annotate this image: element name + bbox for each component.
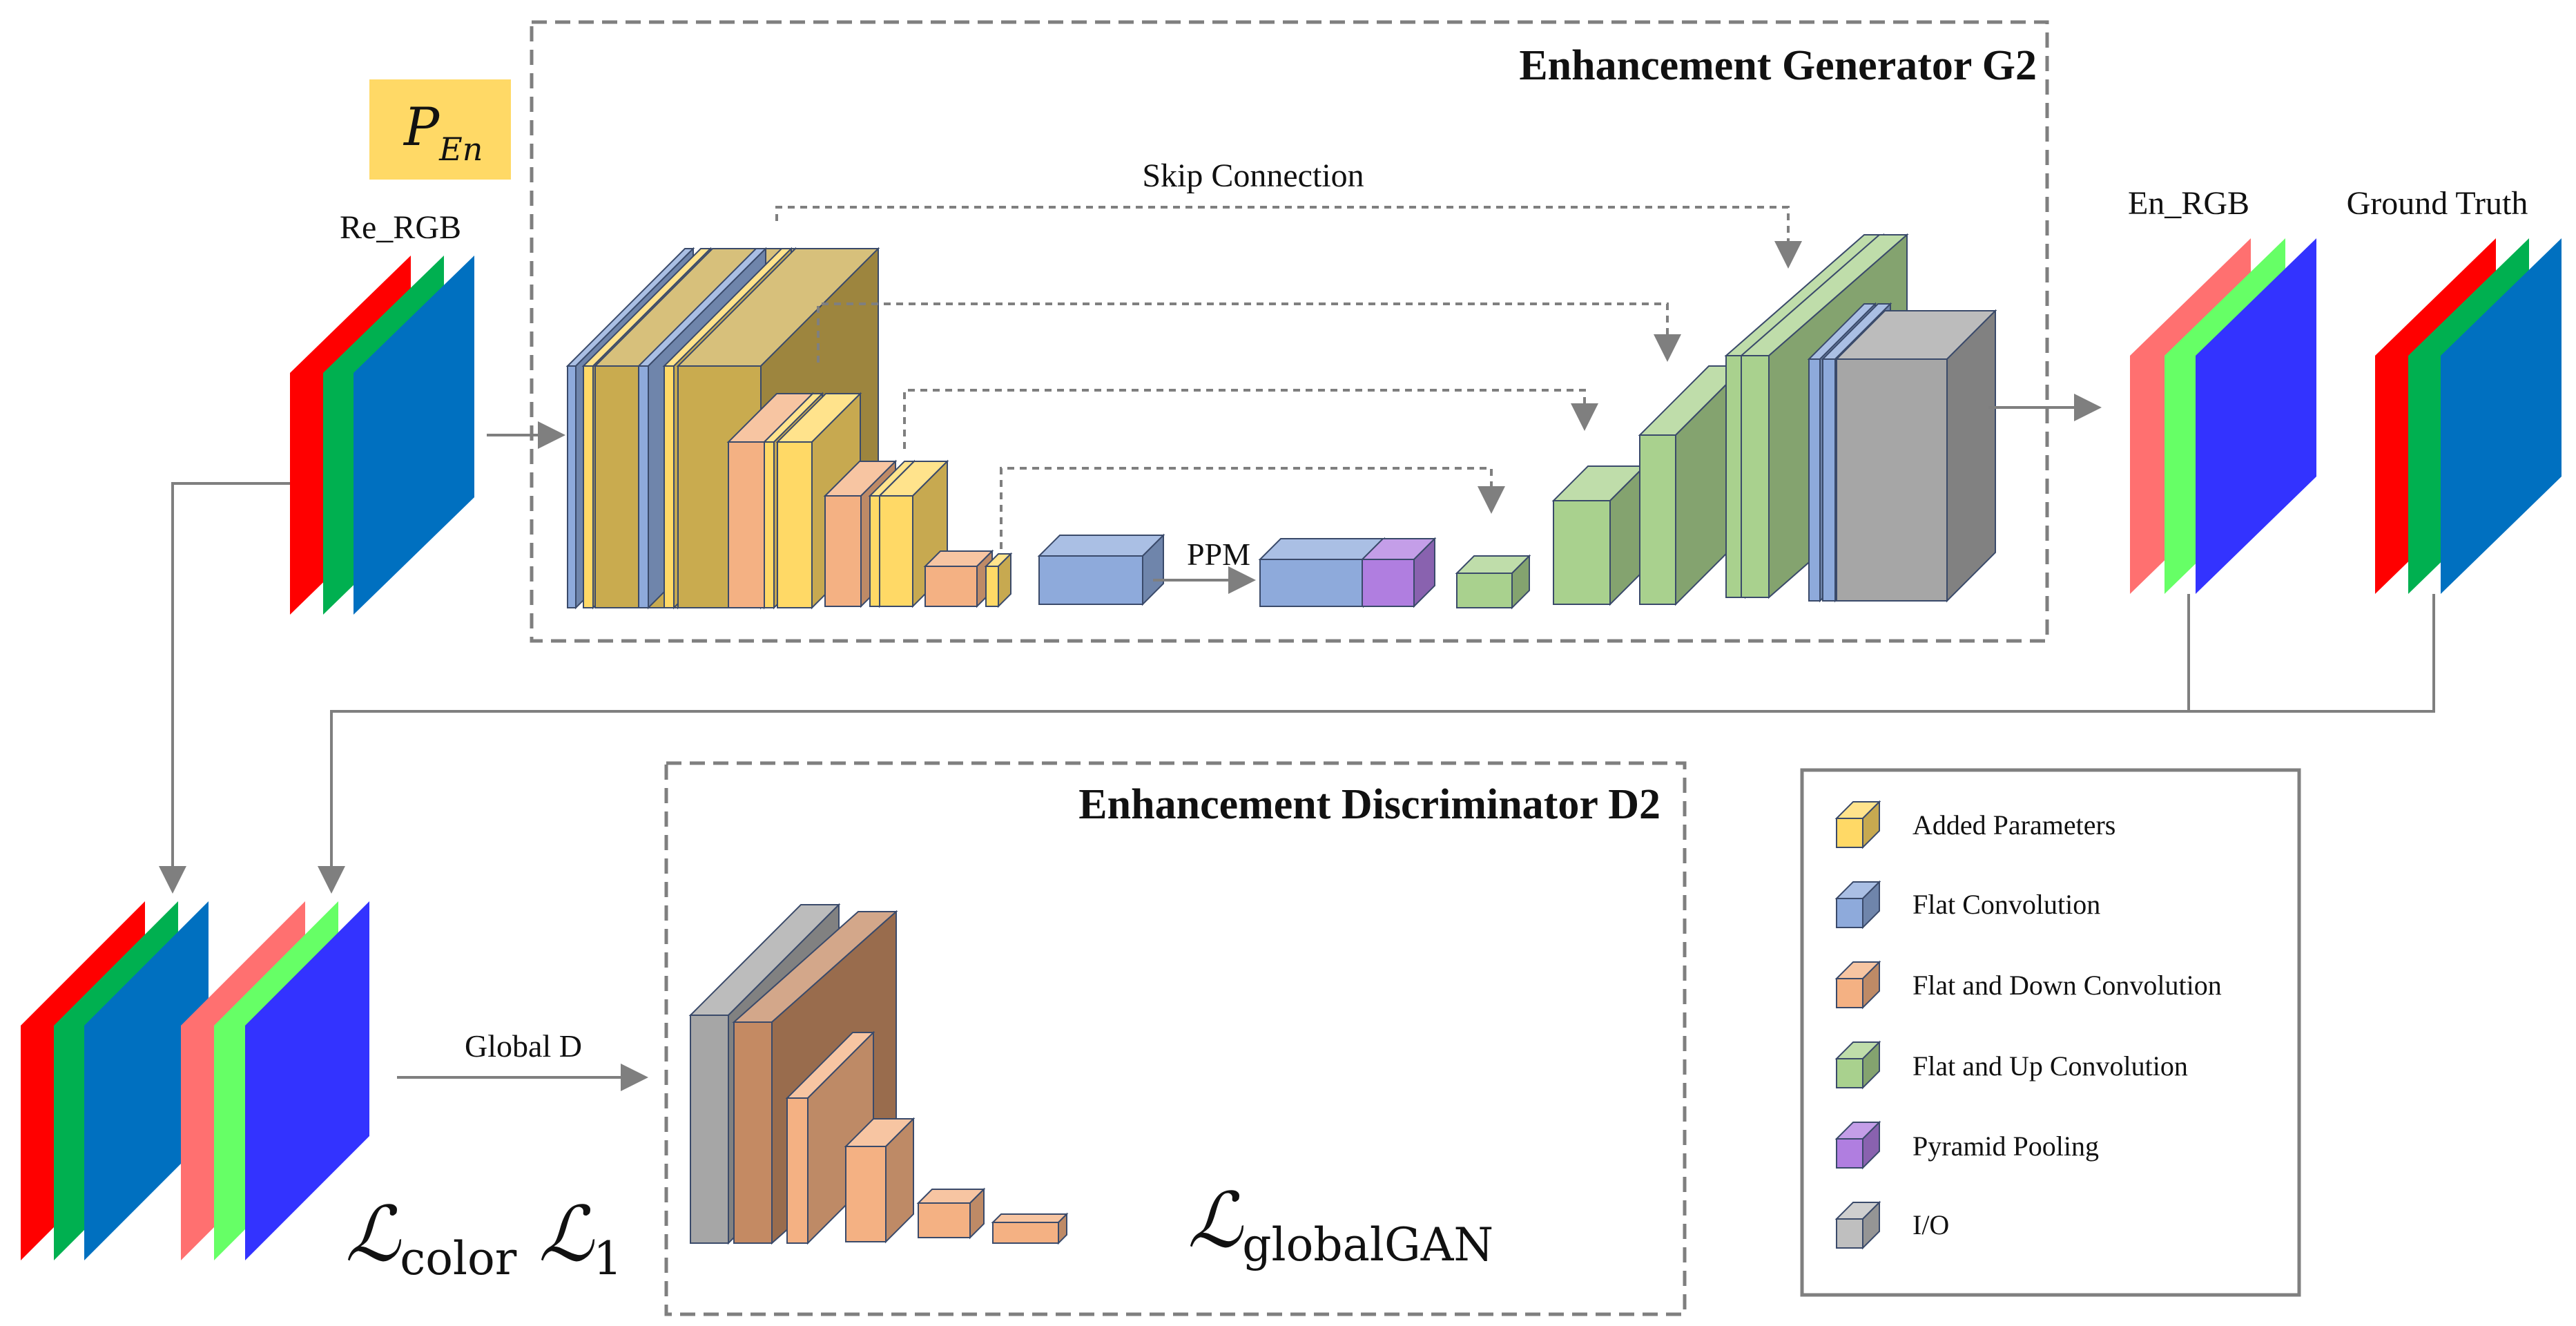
gen-dec-2-up — [1551, 464, 1647, 606]
legend-up-icon-front — [1836, 1058, 1863, 1088]
gen-dec-2-up-front — [1553, 500, 1611, 605]
param-badge — [369, 79, 511, 180]
gen-bottleneck-flat-front — [1038, 555, 1143, 605]
gen-ppm-flat-front — [1259, 559, 1364, 607]
disc-layer-6-down-top — [991, 1213, 1069, 1223]
skip-connection-2 — [817, 302, 1681, 363]
loss-color-symbol: ℒ — [345, 1190, 402, 1278]
loss-global-gan: ℒglobalGAN — [1188, 1176, 1493, 1271]
loss-color: ℒcolor — [345, 1190, 517, 1285]
legend-added-icon — [1834, 800, 1881, 849]
gen-enc-2-added-front — [664, 365, 675, 608]
gen-enc-3-down-front — [728, 441, 765, 608]
loss-global-gan-symbol: ℒ — [1188, 1176, 1244, 1265]
en-rgb-to-disc-arrow — [318, 594, 2190, 894]
legend-io-icon — [1834, 1200, 1881, 1250]
gen-dec-1-up-front — [1456, 573, 1513, 608]
skip-connection-4 — [1000, 467, 1505, 549]
disc-layer-4-down-front — [845, 1146, 887, 1242]
gen-dec-3-up-front — [1639, 434, 1676, 605]
legend-label-io: I/O — [1912, 1209, 1949, 1240]
gen-enc-4-down-front — [824, 495, 862, 607]
legend-down-icon — [1834, 960, 1881, 1010]
legend-io-icon-front — [1836, 1218, 1863, 1249]
gen-enc-4-conv-front — [879, 495, 913, 607]
ground-truth-connector — [2189, 594, 2435, 713]
ground-truth-label: Ground Truth — [2347, 185, 2528, 222]
legend-panel — [1800, 768, 2301, 1297]
disc-layer-6-down-front — [992, 1222, 1059, 1244]
loss-l1-subscript: 1 — [593, 1232, 622, 1285]
gen-bottleneck-flat — [1037, 533, 1165, 606]
discriminator-title: Enhancement Discriminator D2 — [1078, 781, 1660, 828]
disc-re-blue-plane — [84, 901, 209, 1260]
gen-enc-5-down — [923, 549, 994, 608]
ppm-label: PPM — [1187, 537, 1250, 572]
gen-enc-2-flat-front — [638, 365, 649, 608]
param-badge-label: PEn — [403, 96, 483, 168]
legend-label-down: Flat and Down Convolution — [1912, 970, 2222, 1001]
skip-connection-1 — [775, 206, 1802, 269]
disc-layer-5-down — [916, 1187, 986, 1240]
gen-enc-3-added-front — [764, 441, 775, 608]
gt-blue-plane — [2441, 238, 2562, 594]
generator-panel — [530, 20, 2049, 643]
gen-ppm-pool — [1360, 537, 1437, 608]
gen-dec-1-up — [1455, 554, 1531, 610]
skip-connection-3 — [903, 389, 1598, 449]
generator-title: Enhancement Generator G2 — [1519, 42, 2037, 89]
disc-layer-5-down-front — [918, 1202, 971, 1238]
loss-color-subscript: color — [400, 1232, 517, 1285]
legend-label-pool: Pyramid Pooling — [1912, 1131, 2099, 1162]
legend-pool-icon — [1834, 1120, 1881, 1170]
legend-up-icon — [1834, 1040, 1881, 1090]
legend-down-icon-front — [1836, 978, 1863, 1008]
loss-l1: ℒ1 — [539, 1190, 622, 1285]
legend-added-icon-front — [1836, 818, 1863, 848]
legend-pool-icon-front — [1836, 1138, 1863, 1169]
skip-connection-label: Skip Connection — [1142, 157, 1364, 194]
gen-enc-5-added — [984, 552, 1013, 608]
param-symbol: P — [403, 96, 440, 157]
legend-flat-icon — [1834, 880, 1881, 930]
gen-enc-1-flat-front — [567, 365, 577, 608]
loss-global-gan-subscript: globalGAN — [1242, 1218, 1493, 1271]
legend-label-flat: Flat Convolution — [1912, 889, 2100, 920]
disc-en-blue-plane — [245, 901, 369, 1260]
re-rgb-to-disc-arrow — [159, 482, 290, 894]
disc-layer-6-down — [991, 1212, 1069, 1245]
disc-layer-1-io-front — [690, 1015, 729, 1244]
gen-dec-5-flat-front — [1808, 358, 1821, 602]
gen-ppm-pool-front — [1362, 559, 1415, 607]
gen-enc-3-conv-front — [777, 441, 813, 608]
en-rgb-label: En_RGB — [2128, 185, 2249, 222]
disc-layer-4-down — [844, 1117, 916, 1244]
gen-enc-5-added-front — [985, 566, 999, 607]
disc-layer-2-conv-front — [733, 1021, 773, 1244]
global-d-label: Global D — [465, 1028, 582, 1064]
gen-bottleneck-flat-top — [1037, 535, 1165, 557]
discriminator-panel — [664, 761, 1687, 1316]
gen-dec-4-up-b-front — [1741, 355, 1770, 598]
disc-layer-3-down-front — [786, 1097, 808, 1244]
gen-ppm-flat — [1258, 537, 1386, 608]
legend-flat-icon-front — [1836, 898, 1863, 928]
en-rgb-blue-plane — [2196, 238, 2316, 594]
gen-enc-4-added-front — [869, 495, 880, 607]
gen-enc-5-down-front — [924, 566, 978, 607]
gen-dec-5-flat-b-front — [1822, 358, 1836, 602]
shape-layer — [21, 206, 2562, 1260]
legend-label-up: Flat and Up Convolution — [1912, 1050, 2188, 1082]
re-rgb-blue-plane — [354, 256, 474, 615]
loss-l1-symbol: ℒ — [539, 1190, 595, 1278]
re-rgb-label: Re_RGB — [340, 209, 461, 246]
gen-output-io-side — [1946, 309, 1996, 603]
gen-output-io-front — [1836, 358, 1948, 602]
gen-output-io — [1834, 309, 1997, 603]
param-subscript: En — [438, 131, 483, 168]
gen-enc-1-added-front — [583, 365, 594, 608]
legend-label-added: Added Parameters — [1912, 809, 2115, 840]
